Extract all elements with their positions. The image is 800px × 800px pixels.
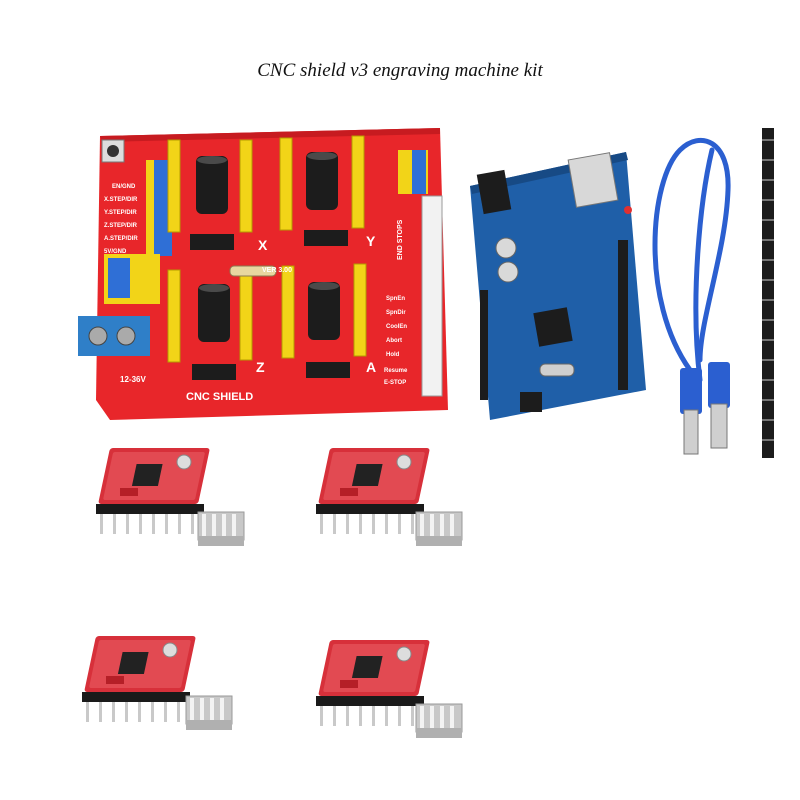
stepper-driver-4 (315, 639, 431, 727)
usb-cable (652, 138, 731, 383)
cnc-shield-board: CNC SHIELD X Y Z A VER 3.00 12-36V END S… (78, 128, 448, 420)
pin-label: E-STOP (384, 380, 406, 386)
heatsink-3 (184, 694, 234, 732)
pin-label: Abort (386, 338, 402, 344)
pin-label: Resume (384, 368, 408, 374)
stepper-driver-1 (95, 447, 211, 535)
axis-y-label: Y (366, 233, 376, 249)
heatsink-4 (414, 702, 464, 740)
end-stops-label: END STOPS (397, 219, 404, 260)
heatsink-2 (414, 510, 464, 548)
pin-label: Y.STEP/DIR (104, 210, 137, 216)
axis-a-label: A (366, 359, 376, 375)
version-label: VER 3.00 (262, 267, 292, 274)
pin-label: A.STEP/DIR (104, 236, 138, 242)
usb-connectors (680, 362, 730, 455)
pin-label: CoolEn (386, 324, 407, 330)
pin-header-strip (762, 128, 774, 458)
stepper-driver-2 (315, 447, 431, 535)
pin-label: EN/GND (112, 184, 136, 190)
voltage-label: 12-36V (120, 375, 146, 384)
page-title: CNC shield v3 engraving machine kit (257, 60, 543, 81)
axis-x-label: X (258, 237, 268, 253)
pin-label: SpnDir (386, 310, 406, 316)
pin-label: 5V/GND (104, 249, 127, 255)
heatsink-1 (196, 510, 246, 548)
cnc-shield-label: CNC SHIELD (186, 391, 253, 403)
axis-z-label: Z (256, 359, 265, 375)
pin-label: Z.STEP/DIR (104, 223, 138, 229)
pin-label: X.STEP/DIR (104, 197, 138, 203)
arduino-uno-board (470, 152, 646, 420)
pin-label: Hold (386, 352, 400, 358)
pin-label: SpnEn (386, 296, 405, 302)
stepper-driver-3 (81, 635, 197, 723)
left-pin-header (104, 160, 172, 304)
